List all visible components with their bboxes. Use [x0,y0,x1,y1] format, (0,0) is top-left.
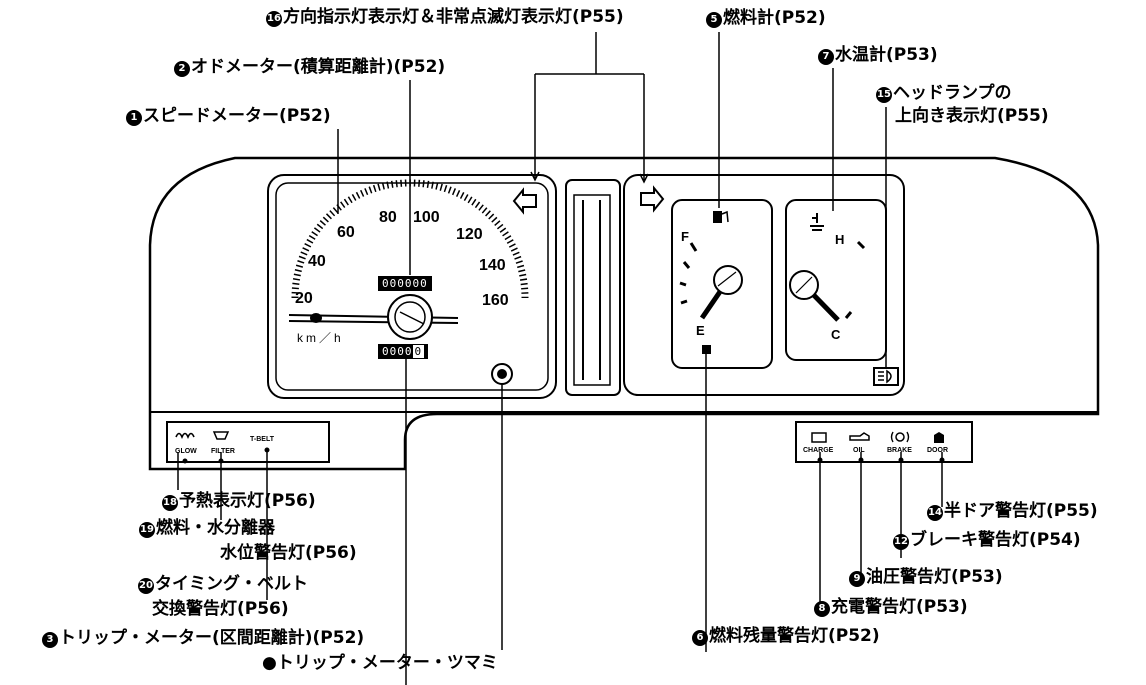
speedometer-housing [267,174,557,399]
label-timing-belt-line2: 交換警告灯(P56) [152,599,289,619]
door-icon [934,432,944,443]
glow-label: GLOW [175,448,197,455]
oil-can-icon [849,432,870,441]
gauge-housing [623,174,905,396]
speed-tick-140: 140 [479,257,506,274]
speed-tick-80: 80 [379,209,397,226]
temp-cold-mark: C [831,327,841,342]
brake-icon [895,432,905,442]
glow-plug-icon [175,432,195,440]
speed-tick-20: 20 [295,290,313,307]
dashboard-outline [148,156,1100,471]
battery-icon [811,432,827,443]
filter-label: FILTER [211,448,235,455]
fuel-full-mark: F [681,229,689,244]
turn-left-arrow-icon [512,187,537,215]
label-headlamp-high-line2: 上向き表示灯(P55) [895,106,1049,126]
oil-label: OIL [853,447,865,454]
center-slot [565,179,621,396]
fuel-pump-icon [713,211,722,223]
trip-digits: 0000 [382,345,413,358]
odometer-display: 000000 [378,276,432,291]
temp-hot-mark: H [835,232,844,247]
speed-tick-160: 160 [482,292,509,309]
high-beam-lamp [873,367,899,386]
brake-label: BRAKE [887,447,912,454]
label-fuel-water-line2: 水位警告灯(P56) [220,543,357,563]
fuel-gauge [671,199,773,369]
odometer-digits: 000000 [382,277,428,290]
label-trip-knob: ●トリップ・メーター・ツマミ [262,653,498,673]
door-label: DOOR [927,447,948,454]
fuel-gauge-hub [713,265,743,295]
turn-right-arrow-icon [640,185,665,213]
fuel-low-lamp [702,345,711,354]
filter-icon [212,431,230,440]
speed-unit: km／h [297,331,344,345]
charge-label: CHARGE [803,447,834,454]
right-warning-panel [795,421,973,463]
thermometer-icon [810,213,824,231]
fuel-empty-mark: E [696,323,705,338]
left-warning-panel [166,421,330,463]
speed-tick-120: 120 [456,226,483,243]
trip-last-digit: 0 [412,345,425,358]
speed-tick-40: 40 [308,253,326,270]
speed-tick-100: 100 [413,209,440,226]
speed-tick-60: 60 [337,224,355,241]
tbelt-label: T-BELT [250,436,275,443]
